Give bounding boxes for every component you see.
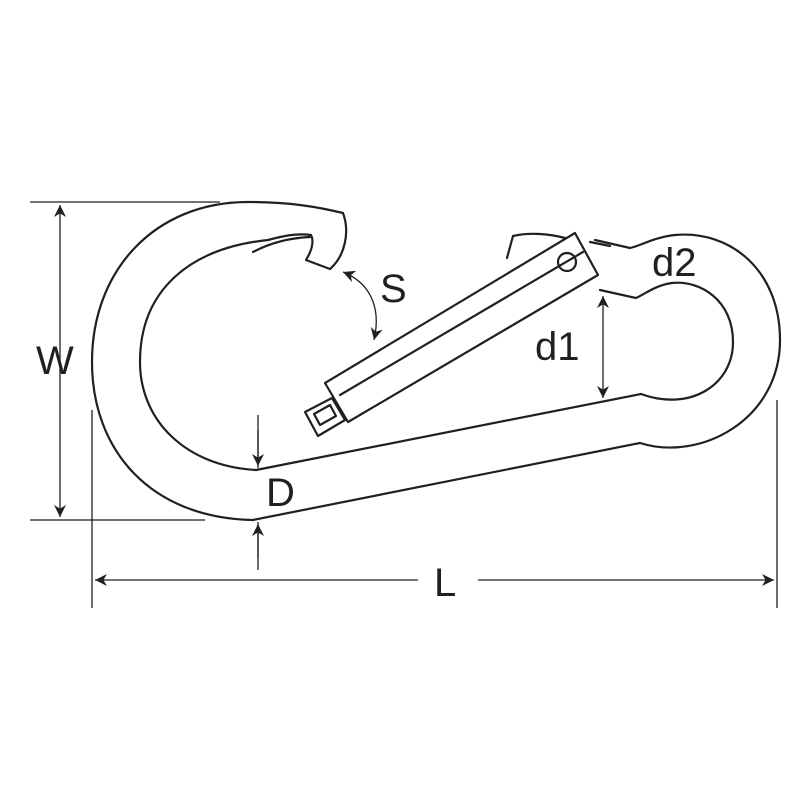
gate-body xyxy=(323,231,600,424)
d2-label: d2 xyxy=(652,241,697,285)
hook-tip-notch xyxy=(251,235,312,254)
snap-hook xyxy=(90,200,782,522)
eye-outer-outline xyxy=(593,233,782,449)
s-dimension-arrow xyxy=(342,270,383,341)
gate-end-slot xyxy=(312,403,338,427)
gate-inner-line xyxy=(338,250,585,397)
gate-end-tab xyxy=(303,396,347,438)
w-label: W xyxy=(36,339,74,383)
gate-pivot-hole xyxy=(556,251,578,273)
gate-hinge-block xyxy=(505,232,612,260)
dimension-arrows xyxy=(54,205,774,586)
d1-label: d1 xyxy=(535,325,580,369)
eye-inner-outline xyxy=(598,281,735,401)
s-label: S xyxy=(380,267,407,311)
l-label: L xyxy=(434,561,456,605)
dimension-labels: W L D S d1 d2 xyxy=(36,241,697,605)
spring-gate xyxy=(303,231,612,438)
d-label: D xyxy=(266,471,295,515)
lower-bar-outline xyxy=(251,392,643,522)
hook-outer-outline xyxy=(90,200,348,522)
